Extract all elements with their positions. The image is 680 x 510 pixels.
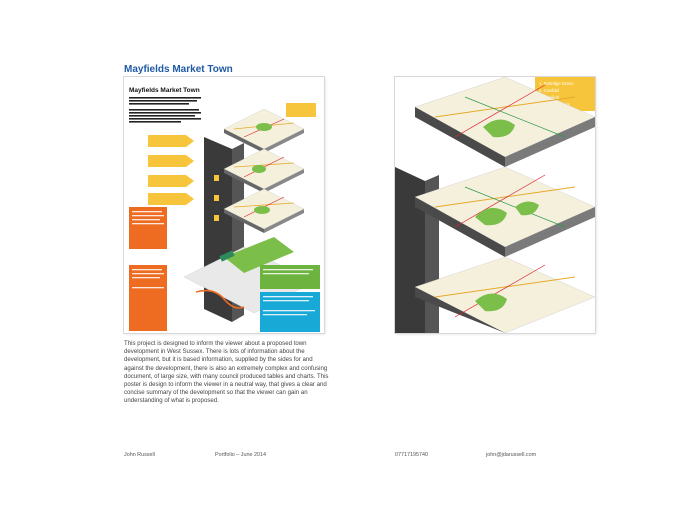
tower-windows <box>214 175 219 221</box>
poster-left-heading: Mayfields Market Town <box>129 87 200 94</box>
map-layer-2 <box>223 148 305 193</box>
callout-text-lines <box>132 211 315 316</box>
green-callout <box>260 265 320 289</box>
map-layer-1 <box>223 108 305 153</box>
orange-callout-1 <box>129 207 167 249</box>
yellow-callouts <box>148 103 316 205</box>
poster-left: Mayfields Market Town <box>124 77 324 333</box>
footer-portfolio: Portfolio – June 2014 <box>215 452 266 458</box>
page-title: Mayfields Market Town <box>124 64 233 75</box>
cyan-callout <box>260 292 320 332</box>
poster-right-artwork: 1. Partridge Green 2. Cowfold 3. Henfiel… <box>395 77 595 333</box>
option-slab-1 <box>414 77 595 167</box>
poster-left-artwork: Mayfields Market Town <box>124 77 324 333</box>
option-slab-2 <box>414 166 595 257</box>
map-layer-3 <box>223 188 305 233</box>
footer-email[interactable]: john@jdarussell.com <box>486 452 537 458</box>
orange-callout-2 <box>129 265 167 331</box>
legend-item-1: 1. Partridge Green <box>539 81 574 86</box>
tower-front <box>395 167 425 333</box>
poster-left-intro-lines <box>129 97 201 123</box>
poster-right: 1. Partridge Green 2. Cowfold 3. Henfiel… <box>395 77 595 333</box>
footer-phone: 07717195740 <box>395 452 428 458</box>
legend-item-2: 2. Cowfold <box>539 88 559 93</box>
option-slab-3 <box>414 256 595 333</box>
project-description: This project is designed to inform the v… <box>124 340 329 405</box>
footer-name: John Russell <box>124 452 155 458</box>
